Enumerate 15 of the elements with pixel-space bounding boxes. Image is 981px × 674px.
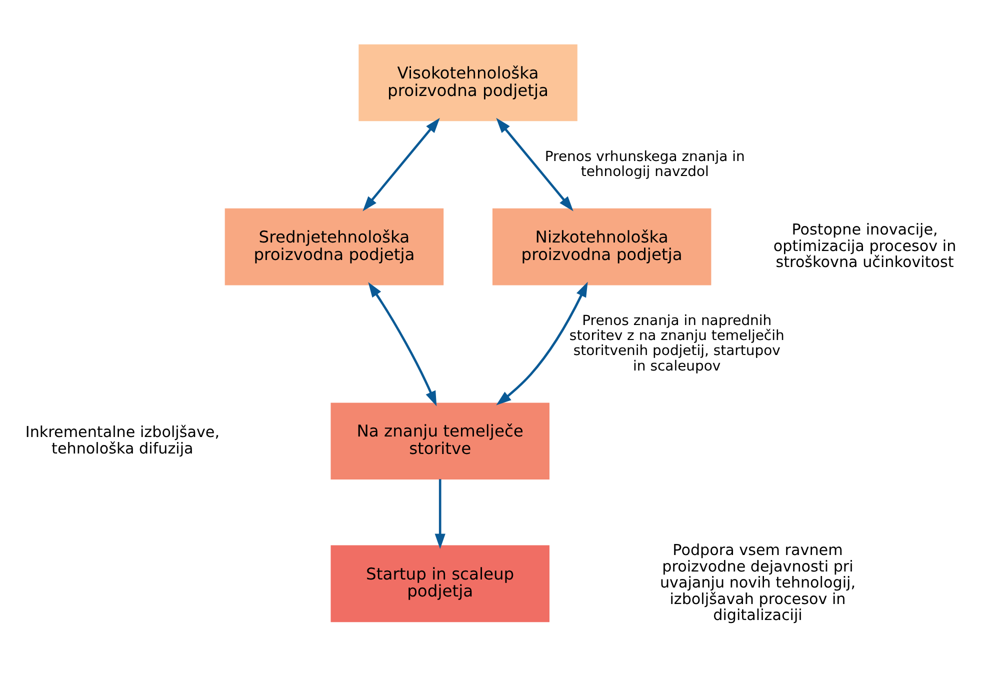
edge-label: Prenos znanja in naprednih storitev z na znanju temelječih storitvenih podjetij, startupov in scaleupov xyxy=(568,312,784,374)
node-box: Na znanju temelječe storitve xyxy=(330,402,549,480)
node-box: Srednjetehnološka proizvodna podjetja xyxy=(224,208,444,286)
arrow xyxy=(434,479,445,549)
node-box: Nizkotehnološka proizvodna podjetja xyxy=(492,208,711,286)
label: Postopne inovacije, optimizacija procesov in stroškovna učinkovitost xyxy=(772,220,956,272)
arrow xyxy=(496,118,573,212)
arrow xyxy=(496,282,588,406)
label: Podpora vsem ravnem proizvodne dejavnosti pri uvajanju novih tehnologij, izboljšavah procesov in digitalizaciji xyxy=(659,541,856,624)
edge-label: Prenos vrhunskega znanja in tehnologij navzdol xyxy=(544,148,744,180)
label: Inkrementalne izboljšave, tehnološka difuzija xyxy=(24,422,220,458)
node-box: Visokotehnološka proizvodna podjetja xyxy=(358,44,577,122)
node-box: Startup in scaleup podjetja xyxy=(330,545,549,622)
arrow xyxy=(368,282,436,406)
arrow xyxy=(362,118,440,212)
